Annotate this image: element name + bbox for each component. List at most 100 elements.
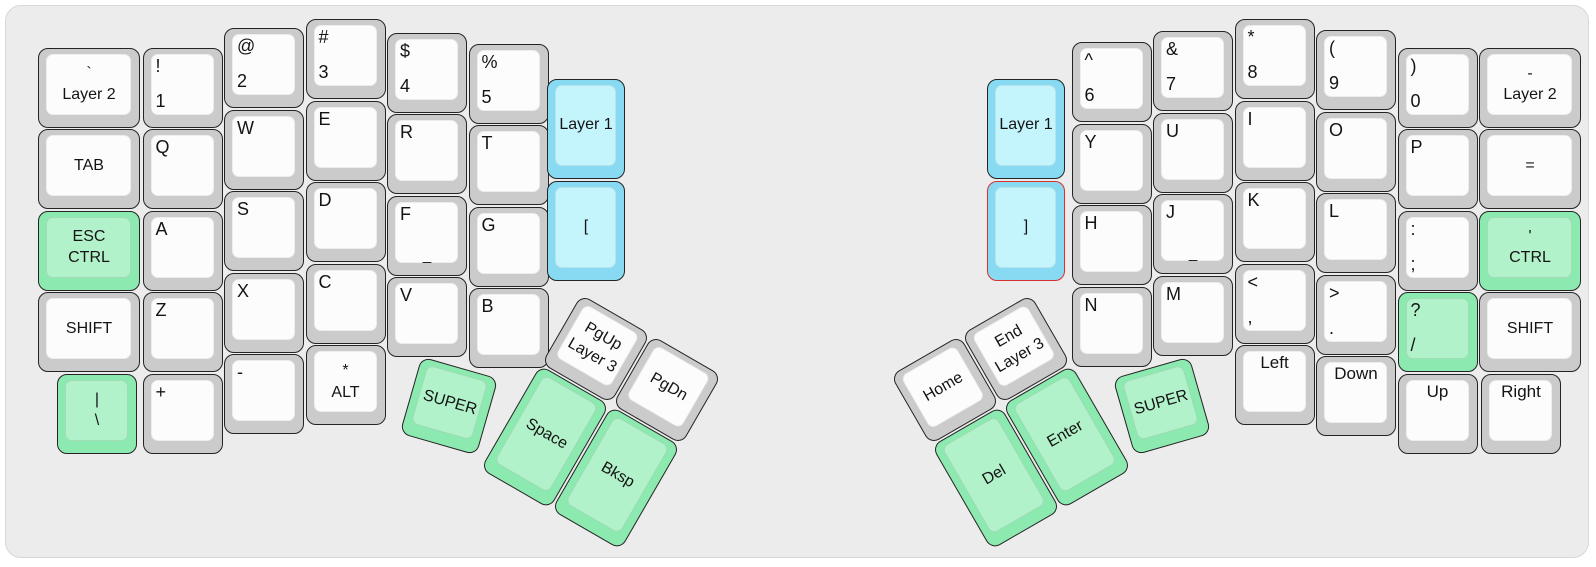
key-q[interactable]: Q — [142, 129, 223, 209]
key-g[interactable]: G — [468, 206, 549, 287]
key-h[interactable]: H — [1071, 205, 1152, 285]
key-super-right[interactable]: SUPER — [1112, 356, 1212, 456]
key-1[interactable]: !1 — [142, 47, 223, 128]
key-d[interactable]: D — [305, 182, 386, 262]
key-y[interactable]: Y — [1071, 123, 1152, 204]
keycap-top — [232, 34, 295, 95]
key-0[interactable]: )0 — [1397, 47, 1478, 128]
key-label-line: = — [1525, 156, 1535, 174]
key-layer2-left[interactable]: `Layer 2 — [38, 47, 140, 128]
key-7[interactable]: &7 — [1153, 31, 1233, 111]
keycap-top — [1324, 36, 1387, 97]
key-layer1-right[interactable]: Layer 1 — [987, 78, 1065, 179]
key-comma[interactable]: <, — [1234, 263, 1315, 344]
key-e[interactable]: E — [305, 100, 386, 181]
key-label: = — [1488, 135, 1572, 196]
key-2[interactable]: @2 — [224, 28, 304, 108]
key-label-line: PgDn — [647, 369, 691, 405]
key-pipe-backslash[interactable]: |\ — [57, 373, 137, 454]
key-label: O — [1329, 119, 1344, 140]
key-label: Layer 1 — [996, 85, 1056, 166]
key-label-line: \ — [94, 412, 100, 429]
keycap-top — [313, 106, 377, 168]
key-b[interactable]: B — [468, 288, 549, 368]
key-5[interactable]: %5 — [468, 43, 549, 124]
keycap-top — [313, 25, 377, 86]
keycap-top — [1242, 269, 1306, 331]
key-v[interactable]: V — [387, 277, 467, 357]
key-quote-ctrl[interactable]: 'CTRL — [1479, 210, 1581, 291]
key-right-bracket[interactable]: ] — [987, 180, 1065, 281]
key-arrow-down[interactable]: Down — [1316, 356, 1396, 436]
key-label-line: SHIFT — [1506, 319, 1554, 337]
keycap-top — [395, 120, 458, 181]
key-8[interactable]: *8 — [1234, 19, 1315, 99]
key-i[interactable]: I — [1234, 100, 1315, 181]
key-minus[interactable]: - — [224, 354, 304, 434]
key-o[interactable]: O — [1316, 111, 1396, 192]
key-period[interactable]: >. — [1316, 274, 1396, 355]
key-c[interactable]: C — [305, 263, 386, 344]
key-label: -Layer 2 — [1488, 54, 1572, 115]
keycap-top — [395, 38, 458, 100]
key-r[interactable]: R — [387, 114, 467, 194]
key-shift-left[interactable]: SHIFT — [38, 292, 140, 372]
key-shift-right[interactable]: SHIFT — [1479, 292, 1581, 372]
key-l[interactable]: L — [1316, 193, 1396, 273]
key-label: I — [1247, 108, 1253, 129]
key-label: P — [1410, 137, 1423, 157]
key-semicolon[interactable]: :; — [1397, 210, 1478, 291]
keycap-top — [1242, 351, 1306, 412]
key-x[interactable]: X — [224, 272, 304, 353]
key-equals[interactable]: = — [1479, 129, 1581, 209]
key-label: [ — [556, 187, 616, 268]
key-arrow-left[interactable]: Left — [1234, 345, 1315, 425]
key-label-line: [ — [583, 218, 589, 236]
key-arrow-right[interactable]: Right — [1481, 373, 1561, 454]
key-w[interactable]: W — [224, 109, 304, 190]
key-label: . — [1329, 317, 1335, 338]
key-label: & — [1166, 39, 1179, 59]
key-u[interactable]: U — [1153, 112, 1233, 193]
key-super-left[interactable]: SUPER — [399, 356, 499, 456]
key-label: N — [1084, 294, 1098, 315]
key-t[interactable]: T — [468, 125, 549, 205]
key-f[interactable]: F_ — [387, 195, 467, 276]
key-6[interactable]: ^6 — [1071, 42, 1152, 122]
key-layer1-left[interactable]: Layer 1 — [547, 78, 625, 179]
key-n[interactable]: N — [1071, 286, 1152, 367]
keycap-top — [1242, 106, 1306, 168]
key-minus-layer2[interactable]: -Layer 2 — [1479, 47, 1581, 128]
key-label-line: ` — [86, 64, 92, 82]
key-label: Left — [1260, 353, 1289, 372]
key-left-bracket[interactable]: [ — [547, 180, 625, 281]
key-3[interactable]: #3 — [305, 19, 386, 99]
key-alt[interactable]: *ALT — [305, 345, 386, 425]
key-label-line: TAB — [74, 156, 104, 174]
key-label: |\ — [66, 380, 128, 441]
key-p[interactable]: P — [1397, 129, 1478, 209]
key-question-slash[interactable]: ?/ — [1397, 292, 1478, 372]
key-9[interactable]: (9 — [1316, 30, 1396, 110]
keycap-top — [1242, 25, 1306, 86]
key-tab[interactable]: TAB — [38, 129, 140, 209]
key-arrow-up[interactable]: Up — [1397, 373, 1478, 454]
keycap-top — [1324, 280, 1387, 342]
key-j[interactable]: J_ — [1153, 194, 1233, 274]
key-4[interactable]: $4 — [387, 32, 467, 113]
key-label-line: Enter — [1044, 416, 1087, 451]
keycap-top — [1405, 53, 1469, 115]
key-label-line: SUPER — [421, 386, 479, 419]
key-label: K — [1247, 190, 1260, 210]
key-s[interactable]: S — [224, 191, 304, 271]
key-z[interactable]: Z — [142, 292, 223, 372]
key-m[interactable]: M — [1153, 275, 1233, 356]
key-label-line: CTRL — [1509, 249, 1551, 266]
key-plus[interactable]: + — [142, 373, 223, 454]
keycap-top — [232, 360, 295, 421]
key-k[interactable]: K — [1234, 182, 1315, 262]
key-a[interactable]: A — [142, 210, 223, 291]
